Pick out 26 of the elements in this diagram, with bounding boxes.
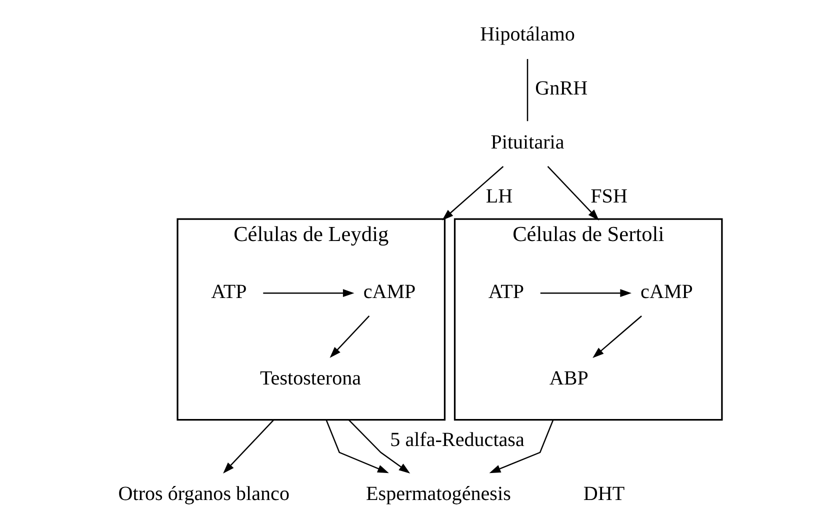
edge-label: GnRH xyxy=(534,78,588,100)
connector xyxy=(526,59,528,122)
arrow xyxy=(546,166,599,220)
node-text: Testosterona xyxy=(259,367,361,390)
node-text: ABP xyxy=(548,367,588,390)
edge-label: FSH xyxy=(590,186,627,208)
arrow xyxy=(262,289,354,298)
arrow xyxy=(488,420,554,474)
arrow xyxy=(325,420,388,474)
node-text: ATP xyxy=(210,280,246,303)
label: DHT xyxy=(582,482,624,505)
node-text: Espermatogénesis xyxy=(366,482,510,505)
arrow xyxy=(540,289,631,298)
arrow xyxy=(222,419,274,474)
arrow xyxy=(442,166,504,220)
arrow xyxy=(329,316,370,358)
edge-label: LH xyxy=(485,186,512,208)
node-text: Otros órganos blanco xyxy=(118,482,290,505)
arrow xyxy=(592,316,642,358)
node-text: Pituitaria xyxy=(490,132,564,154)
node-text: cAMP xyxy=(640,280,692,303)
arrow xyxy=(348,419,410,474)
node-text: cAMP xyxy=(362,280,416,303)
edge-label: 5 alfa-Reductasa xyxy=(390,428,524,451)
node-text: ATP xyxy=(488,280,524,303)
node-text: Hipotálamo xyxy=(480,24,574,46)
